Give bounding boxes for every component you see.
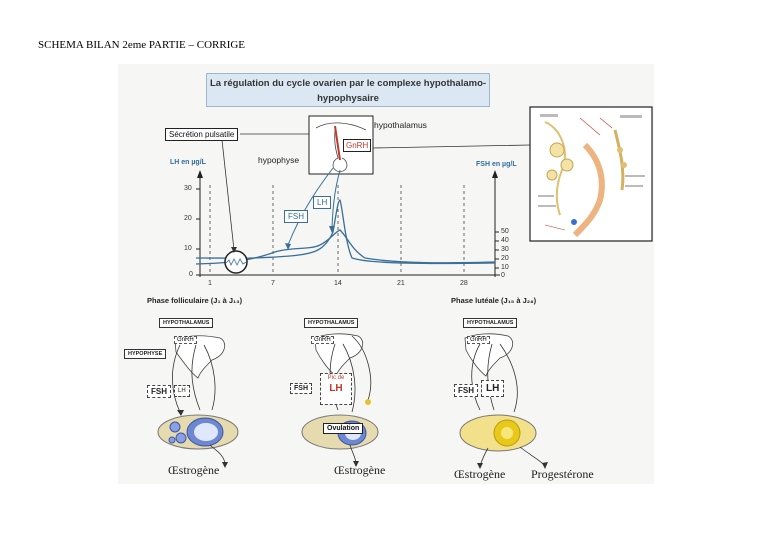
panel1-gnrh: GnRH [174, 336, 197, 344]
hypothalamus-label: hypothalamus [374, 120, 427, 130]
lh-curve [195, 199, 496, 265]
fsh-axis-label: FSH en µg/L [476, 161, 517, 168]
panel1-hypothalamus: HYPOTHALAMUS [159, 318, 214, 328]
phase-luteal-heading: Phase lutéale (J₁₅ à J₂₈) [451, 296, 537, 305]
hypophyse-label: hypophyse [258, 155, 300, 165]
x-tick-14: 14 [334, 280, 342, 287]
panel3-progesterone: Progestérone [531, 467, 594, 481]
left-axis-arrow-icon [197, 170, 203, 178]
figure-title-line-1: La régulation du cycle ovarien par le co… [209, 78, 487, 89]
panel1-hypophyse: HYPOPHYSE [124, 349, 167, 359]
x-tick-21: 21 [397, 280, 405, 287]
figure-title-line-2: hypophysaire [317, 93, 379, 104]
fsh-curve [195, 229, 496, 265]
panel2-fsh: FSH [290, 383, 312, 394]
panel2-lh: LH [329, 383, 343, 394]
pulse-connector [221, 139, 235, 251]
panel3-hypothalamus: HYPOTHALAMUS [463, 318, 518, 328]
gnrh-label: GnRH [343, 139, 372, 152]
lh-label: LH [313, 196, 332, 209]
panel-luteal-drawing [459, 333, 548, 469]
figure-title-box: La régulation du cycle ovarien par le co… [206, 73, 490, 107]
panel3-gnrh: GnRH [467, 336, 490, 344]
panel-follicular-drawing [157, 335, 239, 468]
lh-arrow [331, 169, 341, 229]
panel2-pic-label: Pic de [327, 375, 345, 381]
panel2-ovulation: Ovulation [323, 423, 364, 434]
left-tick-10: 10 [184, 245, 192, 252]
left-tick-0: 0 [189, 271, 193, 278]
panel2-gnrh: GnRH [311, 336, 334, 344]
panel2-lh-peak-box: Pic de LH [320, 373, 352, 405]
neuron-detail-drawing [538, 114, 645, 238]
phase-follicular-heading: Phase folliculaire (J₁ à J₁₃) [147, 296, 243, 305]
hypothalamus-pituitary-icon [308, 115, 374, 175]
x-tick-28: 28 [460, 280, 468, 287]
panel3-fsh: FSH [454, 384, 478, 397]
panel2-hypothalamus: HYPOTHALAMUS [304, 318, 359, 328]
right-tick-30: 30 [501, 246, 509, 253]
left-tick-20: 20 [184, 215, 192, 222]
document-title: SCHEMA BILAN 2eme PARTIE – CORRIGE [38, 39, 246, 51]
day-gridlines [209, 185, 465, 275]
right-tick-20: 20 [501, 255, 509, 262]
panel1-lh: LH [174, 385, 190, 397]
panel1-fsh: FSH [147, 385, 171, 398]
panel2-estrogen: Œstrogène [334, 463, 386, 477]
secretion-label: Sécrétion pulsatile [165, 128, 239, 141]
right-tick-0: 0 [501, 272, 505, 279]
left-tick-30: 30 [184, 185, 192, 192]
x-tick-7: 7 [271, 280, 275, 287]
right-tick-40: 40 [501, 237, 509, 244]
right-tick-50: 50 [501, 228, 509, 235]
right-tick-10: 10 [501, 264, 509, 271]
x-tick-1: 1 [208, 280, 212, 287]
panel1-estrogen: Œstrogène [168, 463, 220, 477]
fsh-arrow [287, 167, 334, 246]
pulse-magnifier-icon [224, 250, 248, 274]
panel3-lh: LH [481, 380, 505, 397]
panel3-estrogen: Œstrogène [454, 467, 506, 481]
right-axis-arrow-icon [492, 170, 498, 178]
fsh-label: FSH [284, 210, 308, 223]
lh-axis-label: LH en µg/L [170, 159, 206, 166]
